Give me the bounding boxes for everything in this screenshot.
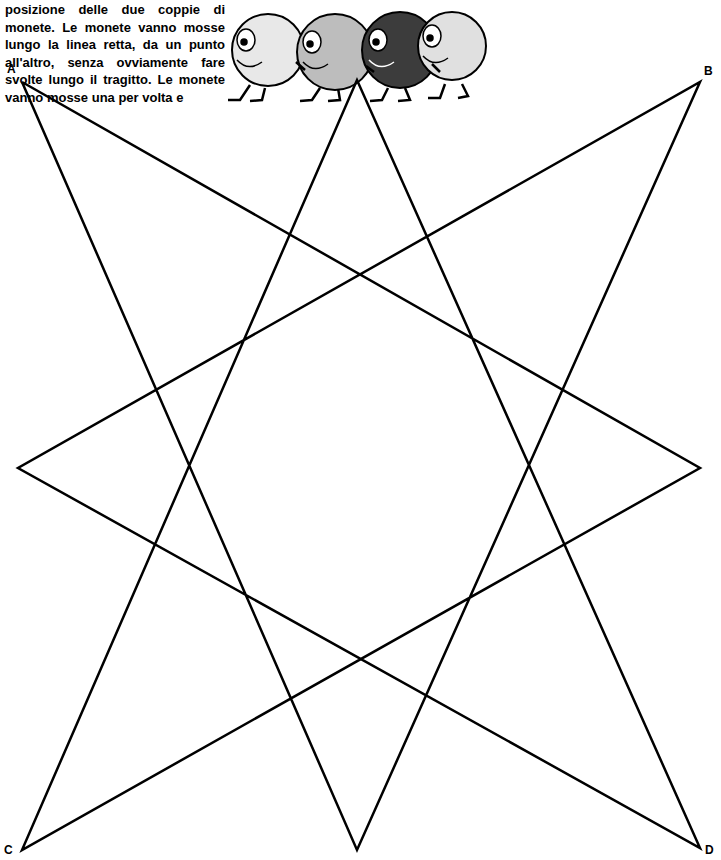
coin-faces (237, 25, 448, 69)
coin-arms (296, 62, 440, 72)
coin (418, 12, 486, 80)
coin (232, 14, 304, 86)
coin-cartoon (228, 12, 486, 101)
point-label: D (705, 843, 714, 857)
point-label: B (704, 64, 713, 78)
point-label: A (7, 62, 16, 76)
point-label: C (4, 843, 13, 857)
star-polygon (18, 80, 700, 850)
instruction-text: posizione delle due coppie di monete. Le… (5, 1, 225, 106)
